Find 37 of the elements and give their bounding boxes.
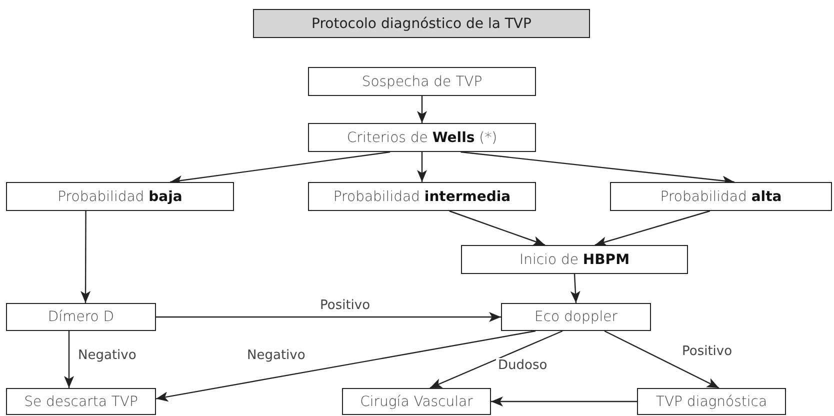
title-box: Protocolo diagnóstico de la TVP [253, 9, 590, 38]
box-label: Sospecha de TVP [362, 74, 482, 90]
process-box [610, 182, 832, 211]
arrow [604, 330, 720, 389]
box-label: Probabilidad intermedia [333, 188, 511, 204]
box-label: Probabilidad baja [58, 188, 182, 204]
arrow [449, 210, 546, 246]
box-label: Probabilidad alta [660, 188, 782, 204]
process-box [6, 303, 156, 331]
process-box [6, 182, 234, 211]
arrow [594, 210, 710, 246]
arrow [570, 274, 580, 304]
process-box [501, 303, 651, 331]
edge-label: Negativo [76, 348, 138, 363]
process-box [6, 388, 156, 415]
box-label: TVP diagnóstica [656, 394, 768, 410]
box-label: Criterios de Wells (*) [346, 130, 498, 146]
process-box [308, 67, 536, 96]
arrow [417, 152, 427, 182]
box-label: Inicio de HBPM [519, 252, 630, 268]
arrow [417, 96, 427, 123]
box-label: Cirugía Vascular [360, 394, 473, 410]
box-label: Se descarta TVP [24, 394, 138, 410]
process-box [461, 245, 688, 274]
box-label: Dímero D [48, 309, 114, 325]
arrow [430, 330, 563, 389]
arrow [156, 312, 501, 322]
arrow [80, 211, 91, 303]
process-box [637, 388, 786, 415]
arrow [156, 330, 536, 402]
arrow [64, 331, 74, 388]
arrow [491, 396, 637, 406]
process-box [308, 123, 536, 152]
process-box [342, 388, 491, 415]
edge-label: Negativo [245, 348, 308, 363]
process-box [308, 182, 536, 211]
box-label: Eco doppler [534, 309, 618, 325]
